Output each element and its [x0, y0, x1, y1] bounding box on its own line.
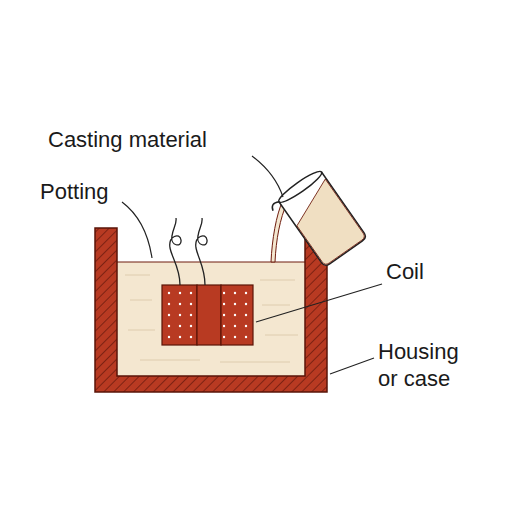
leader-lines	[122, 156, 382, 374]
housing-label: Housing or case	[378, 338, 482, 392]
casting-material-label: Casting material	[48, 126, 268, 153]
beaker	[268, 168, 368, 273]
housing-case	[95, 228, 327, 392]
potting-label: Potting	[40, 178, 160, 205]
potting-texture	[125, 275, 298, 362]
lead-wires	[170, 218, 207, 285]
coil-label: Coil	[386, 258, 486, 285]
potting-compound	[117, 262, 305, 377]
coil-symbol	[162, 285, 253, 345]
